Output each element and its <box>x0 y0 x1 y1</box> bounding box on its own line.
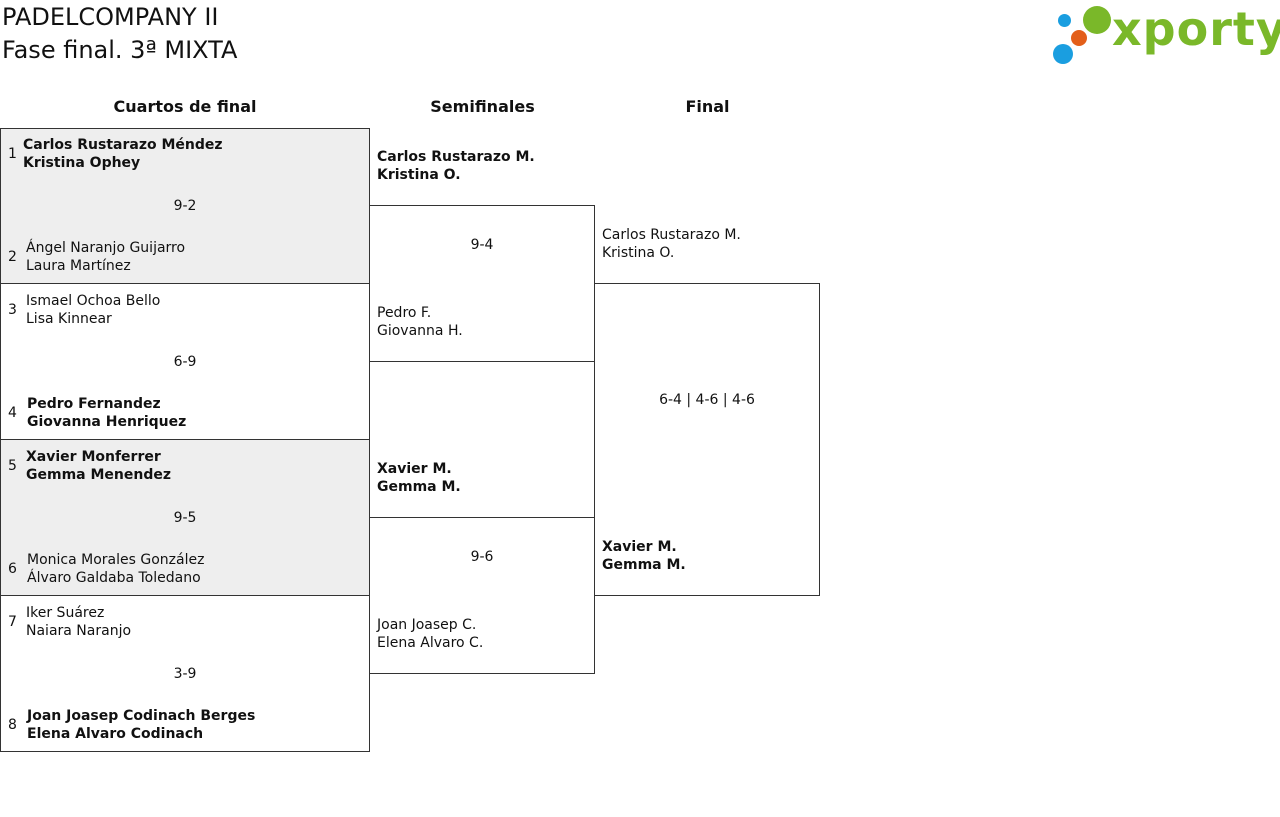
match-score: 6-4 | 4-6 | 4-6 <box>659 392 755 408</box>
seed-number: 5 <box>8 458 17 474</box>
player-name: Elena Alvaro C. <box>377 635 484 651</box>
final-bottom-team: Xavier M. Gemma M. <box>602 538 686 574</box>
player-name: Xavier Monferrer <box>26 449 161 465</box>
player-name: Xavier M. <box>602 539 677 555</box>
semifinal-2-top-team: Xavier M. Gemma M. <box>377 460 461 496</box>
match-score: 9-5 <box>173 510 197 526</box>
match-score: 9-6 <box>470 549 494 565</box>
player-name: Joan Joasep C. <box>377 617 477 633</box>
logo-dot-blue <box>1053 44 1073 64</box>
player-name: Xavier M. <box>377 461 452 477</box>
player-name: Giovanna H. <box>377 323 463 339</box>
match-score: 3-9 <box>173 666 197 682</box>
tournament-title: PADELCOMPANY II <box>2 3 219 31</box>
logo-text: xporty <box>1112 2 1280 56</box>
quarterfinal-match-2: 3 Ismael Ochoa Bello Lisa Kinnear 6-9 4 … <box>0 283 370 440</box>
seed-number: 1 <box>8 146 17 162</box>
player-name: Gemma M. <box>377 479 461 495</box>
final-match: 6-4 | 4-6 | 4-6 Xavier M. Gemma M. <box>594 283 820 596</box>
player-name: Kristina O. <box>602 245 675 261</box>
seed-number: 2 <box>8 249 17 265</box>
player-name: Monica Morales González <box>27 552 205 568</box>
quarterfinal-match-1: 1 Carlos Rustarazo Méndez Kristina Ophey… <box>0 128 370 284</box>
player-name: Kristina Ophey <box>23 155 141 171</box>
player-name: Gemma Menendez <box>26 467 172 483</box>
player-name: Naiara Naranjo <box>26 623 132 639</box>
seed-number: 7 <box>8 614 17 630</box>
semifinal-2-bottom-team: Joan Joasep C. Elena Alvaro C. <box>377 616 483 652</box>
player-name: Carlos Rustarazo Méndez <box>23 137 223 153</box>
round-header-semis: Semifinales <box>430 97 535 116</box>
xporty-logo: xporty <box>1050 2 1280 68</box>
seed-number: 8 <box>8 717 17 733</box>
player-name: Laura Martínez <box>26 258 131 274</box>
round-header-quarters: Cuartos de final <box>113 97 257 116</box>
quarterfinal-match-4: 7 Iker Suárez Naiara Naranjo 3-9 8 Joan … <box>0 595 370 752</box>
match-score: 9-2 <box>173 198 197 214</box>
phase-title: Fase final. 3ª MIXTA <box>2 36 238 64</box>
logo-dot-orange <box>1071 30 1087 46</box>
player-name: Pedro F. <box>377 305 432 321</box>
semifinal-1-bottom-team: Pedro F. Giovanna H. <box>377 304 463 340</box>
final-top-team: Carlos Rustarazo M. Kristina O. <box>602 226 741 262</box>
player-name: Iker Suárez <box>26 605 105 621</box>
quarterfinal-match-3: 5 Xavier Monferrer Gemma Menendez 9-5 6 … <box>0 439 370 596</box>
player-name: Ismael Ochoa Bello <box>26 293 161 309</box>
team-pair: Ismael Ochoa Bello Lisa Kinnear <box>26 292 160 328</box>
seed-number: 4 <box>8 405 17 421</box>
semifinal-match-1: 9-4 Pedro F. Giovanna H. <box>369 205 595 362</box>
semifinal-1-top-team: Carlos Rustarazo M. Kristina O. <box>377 148 535 184</box>
logo-dot-blue-small <box>1058 14 1071 27</box>
player-name: Ángel Naranjo Guijarro <box>26 240 186 256</box>
seed-number: 6 <box>8 561 17 577</box>
player-name: Kristina O. <box>377 167 461 183</box>
player-name: Giovanna Henriquez <box>27 414 187 430</box>
player-name: Álvaro Galdaba Toledano <box>27 570 201 586</box>
match-score: 9-4 <box>470 237 494 253</box>
player-name: Carlos Rustarazo M. <box>602 227 741 243</box>
team-pair: Monica Morales González Álvaro Galdaba T… <box>27 551 204 587</box>
player-name: Carlos Rustarazo M. <box>377 149 535 165</box>
player-name: Elena Alvaro Codinach <box>27 726 204 742</box>
player-name: Lisa Kinnear <box>26 311 112 327</box>
semifinal-match-2: 9-6 Joan Joasep C. Elena Alvaro C. <box>369 517 595 674</box>
player-name: Gemma M. <box>602 557 686 573</box>
player-name: Joan Joasep Codinach Berges <box>27 708 256 724</box>
seed-number: 3 <box>8 302 17 318</box>
player-name: Pedro Fernandez <box>27 396 161 412</box>
logo-dot-green <box>1083 6 1111 34</box>
match-score: 6-9 <box>173 354 197 370</box>
round-header-final: Final <box>685 97 730 116</box>
team-pair: Xavier Monferrer Gemma Menendez <box>26 448 171 484</box>
team-pair: Joan Joasep Codinach Berges Elena Alvaro… <box>27 707 255 743</box>
team-pair: Pedro Fernandez Giovanna Henriquez <box>27 395 186 431</box>
team-pair: Iker Suárez Naiara Naranjo <box>26 604 131 640</box>
team-pair: Carlos Rustarazo Méndez Kristina Ophey <box>23 136 223 172</box>
team-pair: Ángel Naranjo Guijarro Laura Martínez <box>26 239 185 275</box>
